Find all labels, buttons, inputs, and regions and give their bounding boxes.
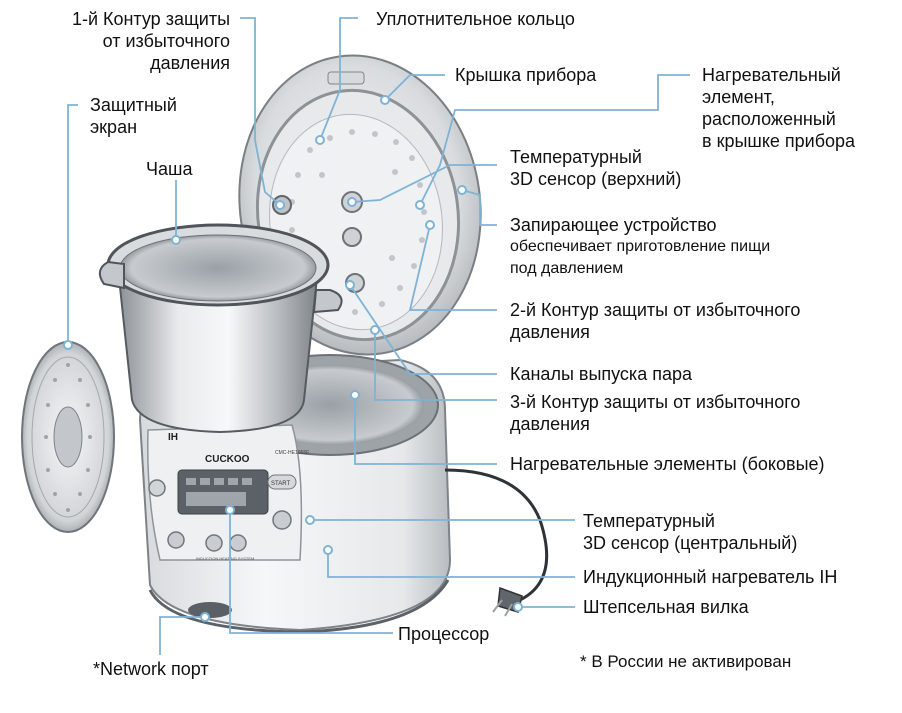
label-top-sensor: Температурный 3D сенсор (верхний)	[510, 146, 681, 190]
label-line: давления	[510, 322, 590, 342]
label-seal: Уплотнительное кольцо	[376, 9, 575, 29]
label-lid-heater: Нагревательный элемент, расположенный в …	[702, 64, 855, 152]
model-text: CMC-HE1055F	[275, 450, 309, 456]
label-line: от избыточного	[102, 31, 230, 51]
label-line: 3-й Контур защиты от избыточного	[510, 392, 801, 412]
label-line: Запирающее устройство	[510, 215, 717, 235]
label-steam: Каналы выпуска пара	[510, 364, 692, 384]
label-lock: Запирающее устройство обеспечивает приго…	[510, 214, 770, 280]
label-line: 2-й Контур защиты от избыточного	[510, 300, 801, 320]
ih-text: IH	[168, 432, 178, 443]
leader-lines	[67, 17, 690, 655]
label-line: под давлением	[510, 260, 624, 277]
label-line: 1-й Контур защиты	[71, 9, 230, 29]
label-line: Нагревательный	[702, 65, 841, 85]
start-text: START	[271, 481, 290, 487]
label-line: давления	[510, 414, 590, 434]
label-circuit-1: 1-й Контур защиты от избыточного давлени…	[72, 8, 230, 74]
control-panel: CUCKOO IH START CMC-HE1055F INDUCTION HE…	[147, 424, 309, 561]
inner-bowl	[98, 223, 343, 434]
brand-text: CUCKOO	[205, 454, 250, 465]
leader-points	[63, 95, 523, 622]
label-line: Температурный	[583, 511, 715, 531]
label-center-sensor: Температурный 3D сенсор (центральный)	[583, 510, 797, 554]
label-line: элемент,	[702, 87, 775, 107]
label-line: Температурный	[510, 147, 642, 167]
label-bowl: Чаша	[146, 159, 193, 179]
label-line: Защитный	[90, 95, 177, 115]
label-circuit-2: 2-й Контур защиты от избыточного давлени…	[510, 299, 800, 343]
protective-shield	[21, 341, 115, 533]
label-russia-note: * В России не активирован	[580, 652, 792, 671]
label-induction: Индукционный нагреватель IH	[583, 567, 838, 587]
label-line: расположенный	[702, 109, 836, 129]
strip-text: INDUCTION HEATING SYSTEM	[196, 556, 254, 561]
label-side-heaters: Нагревательные элементы (боковые)	[510, 454, 825, 474]
label-shield: Защитный экран	[90, 94, 177, 138]
label-processor: Процессор	[398, 624, 490, 644]
label-line: в крышке прибора	[702, 131, 856, 151]
label-line: обеспечивает приготовление пищи	[510, 238, 771, 255]
label-line: экран	[90, 117, 138, 137]
label-line: 3D сенсор (верхний)	[510, 169, 682, 189]
label-line: 3D сенсор (центральный)	[583, 533, 798, 553]
label-circuit-3: 3-й Контур защиты от избыточного давлени…	[510, 391, 800, 435]
power-cord	[444, 468, 549, 617]
label-line: давления	[150, 53, 230, 73]
label-network: *Network порт	[93, 659, 209, 679]
label-lid: Крышка прибора	[455, 65, 597, 85]
label-plug: Штепсельная вилка	[583, 597, 749, 617]
